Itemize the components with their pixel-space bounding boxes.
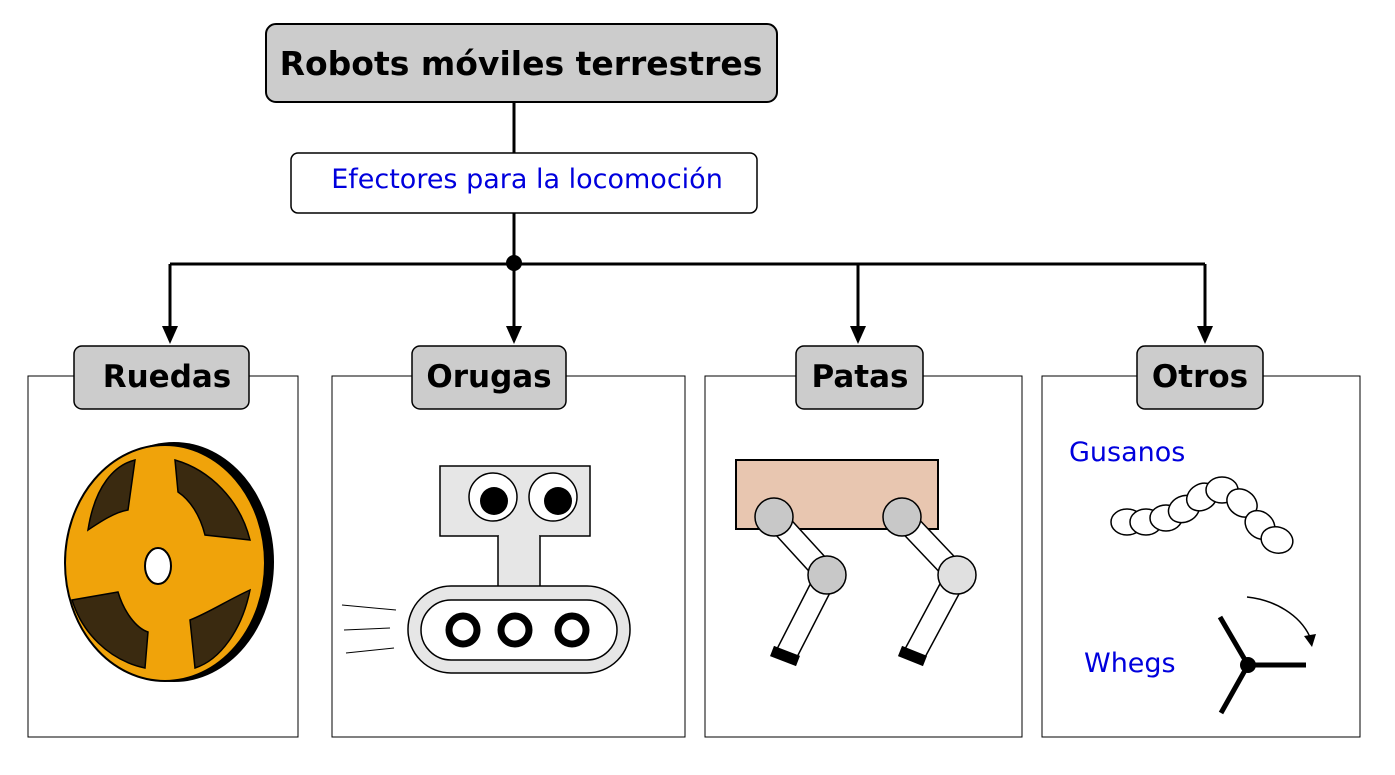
root-title: Robots móviles terrestres xyxy=(280,44,763,83)
category-label-orugas: Orugas xyxy=(426,359,551,395)
junction-dot xyxy=(506,255,522,271)
category-header-otros: Otros xyxy=(1136,345,1264,410)
category-label-patas: Patas xyxy=(812,359,909,395)
category-label-ruedas: Ruedas xyxy=(103,359,232,395)
tracked-robot-icon xyxy=(341,465,631,674)
category-header-patas: Patas xyxy=(795,345,924,410)
category-label-otros: Otros xyxy=(1152,359,1248,395)
panel-otros xyxy=(1041,375,1361,738)
root-node: Robots móviles terrestres xyxy=(265,23,778,103)
panel-patas xyxy=(704,375,1023,738)
worms-label: Gusanos xyxy=(1069,437,1185,468)
worm-icon xyxy=(1110,476,1294,554)
legged-robot-icon xyxy=(735,459,977,667)
wheg-icon xyxy=(1217,596,1316,715)
category-header-ruedas: Ruedas xyxy=(73,345,250,410)
connector-node: Efectores para la locomoción xyxy=(290,152,758,214)
whegs-label: Whegs xyxy=(1084,648,1176,679)
connector-label: Efectores para la locomoción xyxy=(331,164,723,195)
wheel-icon xyxy=(64,442,274,682)
category-header-orugas: Orugas xyxy=(411,345,567,410)
arrows xyxy=(162,264,1213,344)
connector-lines xyxy=(170,102,1205,266)
